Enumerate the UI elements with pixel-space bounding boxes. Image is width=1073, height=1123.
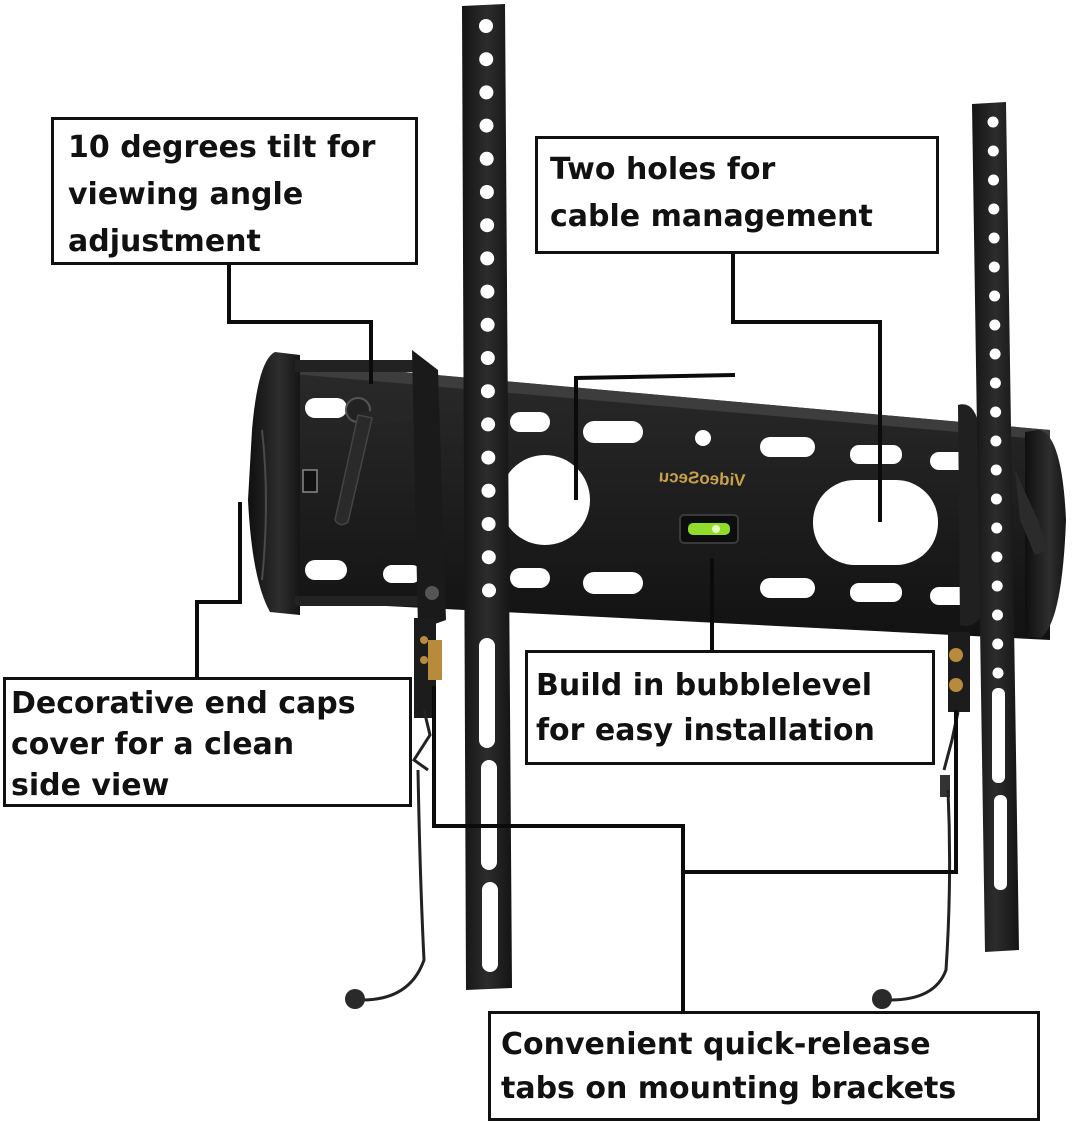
arm-hole [988,174,999,186]
arm-hole [990,493,1002,505]
arm-hole [991,522,1003,534]
brand-logo: VideoSecu [658,466,746,490]
callout-tilt-line-1: 10 degrees tilt for [68,130,376,165]
tilt-handle [302,397,428,526]
arm-hole [992,638,1004,650]
callout-end-caps-line-2: cover for a clean [11,727,295,762]
arm-hole [479,52,494,67]
arm-hole [989,348,1001,360]
arm-hole [988,203,1000,215]
arm-hole [480,384,495,399]
arm-hole [480,284,495,299]
arm-right-slots [992,688,1007,890]
callout-tilt-line-2: viewing angle [68,177,304,212]
arm-hole [479,185,494,199]
callout-tilt: 10 degrees tilt for viewing angle adjust… [51,117,418,265]
arm-hole [481,450,496,465]
leader-end-caps [195,502,242,679]
tilt-rod-top [295,360,425,372]
arm-left-slots [479,638,498,972]
arm-hole [991,551,1003,563]
arm-hole [990,406,1002,418]
callout-cable-line-2: cable management [550,199,873,234]
arm-left-holes [479,19,496,598]
leader-tilt [227,263,373,384]
callout-end-caps-line-1: Decorative end caps [11,686,356,721]
arm-hole [988,232,1000,244]
arm-hole [989,290,1001,302]
arm-hole [480,251,495,266]
arm-hole [482,583,496,598]
callout-end-caps: Decorative end caps cover for a clean si… [3,677,412,807]
arm-hole [992,609,1003,621]
leader-cable [731,253,882,522]
arm-hole [990,435,1002,447]
arm-hole [479,151,494,166]
callout-bubble-level-line-1: Build in bubblelevel [536,668,873,703]
callout-end-caps-line-3: side view [11,768,170,803]
arm-hole [479,85,494,100]
callout-bubble-level: Build in bubblelevel for easy installati… [525,650,935,765]
end-cap-right [1025,430,1066,638]
callout-tilt-line-3: adjustment [68,224,261,259]
arm-hole [480,317,495,332]
bubble-level [679,514,739,544]
callout-quick-release: Convenient quick-release tabs on mountin… [488,1011,1040,1121]
side-bracket-left [412,350,446,630]
cable-hole-left [500,455,590,545]
arm-hole [481,483,496,498]
arm-hole [480,218,495,233]
arm-hole [481,417,496,432]
callout-cable-line-1: Two holes for [550,152,776,187]
callout-quick-release-line-2: tabs on mounting brackets [501,1071,957,1106]
arm-hole [480,351,495,365]
end-cap-left [248,352,300,615]
callout-bubble-level-line-2: for easy installation [536,713,875,748]
cable-hole-right [813,480,938,565]
arm-hole [988,261,1000,273]
arm-hole [987,116,999,128]
arm-right-holes [987,116,1004,679]
arm-hole [479,19,493,33]
arm-hole [991,580,1003,592]
arm-hole [989,319,1001,331]
arm-hole [989,377,1001,389]
leader-quick-release [432,686,685,1013]
quick-release-tab-left [411,618,442,772]
arm-hole [992,667,1004,679]
callout-cable-management: Two holes for cable management [535,136,939,254]
arm-hole [990,464,1002,476]
leader-cable-left [574,372,736,500]
arm-hole [479,118,494,133]
callout-quick-release-line-1: Convenient quick-release [501,1027,931,1062]
release-cord-right [889,789,952,1002]
leader-lines [195,253,958,1013]
arm-hole [481,517,496,531]
arm-hole [987,145,999,157]
release-cord-left [361,769,426,1002]
arm-hole [481,550,496,565]
leader-quick-release-right [681,710,958,874]
